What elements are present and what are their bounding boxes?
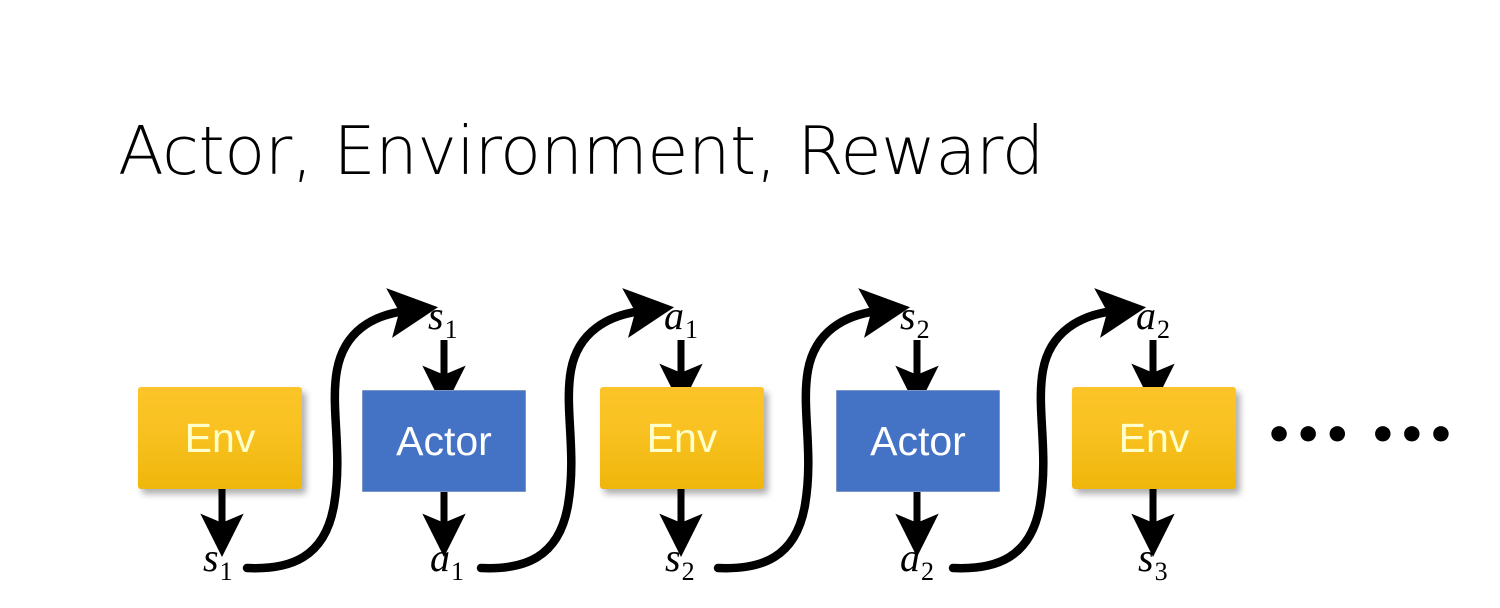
label-base: s <box>665 535 681 580</box>
label-subscript: 1 <box>451 557 464 586</box>
label-subscript: 2 <box>1157 315 1170 344</box>
label-base: s <box>428 293 444 338</box>
label-base: s <box>203 535 219 580</box>
box-label: Env <box>184 414 256 461</box>
label-subscript: 1 <box>219 557 233 586</box>
feedback-curve-s2 <box>713 288 911 573</box>
feedback-curve-s1 <box>242 288 439 573</box>
box-label: Env <box>1118 414 1190 461</box>
label-top-a1: a1 <box>664 296 698 343</box>
label-bottom-s2: s2 <box>665 538 695 585</box>
box-label: Env <box>646 414 718 461</box>
ellipsis-continuation: ••• ••• <box>1265 410 1457 461</box>
box-env-2[interactable]: Env <box>600 387 764 489</box>
down-arrows-out-of-boxes <box>200 489 1175 557</box>
label-subscript: 2 <box>921 557 934 586</box>
label-subscript: 1 <box>685 315 698 344</box>
label-subscript: 1 <box>444 315 458 344</box>
label-bottom-a2: a2 <box>900 538 934 585</box>
label-bottom-s1: s1 <box>203 538 233 585</box>
label-bottom-s3: s3 <box>1138 538 1168 585</box>
label-base: a <box>430 535 450 580</box>
box-env-1[interactable]: Env <box>138 387 302 489</box>
box-actor-1[interactable]: Actor <box>362 390 526 492</box>
label-base: a <box>1136 293 1156 338</box>
feedback-curve-a1 <box>476 288 675 573</box>
label-subscript: 3 <box>1154 557 1168 586</box>
label-base: a <box>664 293 684 338</box>
box-label: Actor <box>870 417 966 464</box>
label-base: a <box>900 535 920 580</box>
box-label: Actor <box>396 417 492 464</box>
label-top-s1: s1 <box>428 296 458 343</box>
label-base: s <box>900 293 916 338</box>
feedback-curve-a2 <box>948 288 1147 573</box>
box-env-3[interactable]: Env <box>1072 387 1236 489</box>
label-top-s2: s2 <box>900 296 930 343</box>
label-bottom-a1: a1 <box>430 538 464 585</box>
down-arrows-into-boxes <box>422 340 1175 409</box>
box-actor-2[interactable]: Actor <box>836 390 1000 492</box>
label-subscript: 2 <box>681 557 695 586</box>
label-subscript: 2 <box>916 315 930 344</box>
page-title: Actor, Environment, Reward <box>118 112 1044 190</box>
label-base: s <box>1138 535 1154 580</box>
feedback-curves <box>242 288 1147 573</box>
label-top-a2: a2 <box>1136 296 1170 343</box>
